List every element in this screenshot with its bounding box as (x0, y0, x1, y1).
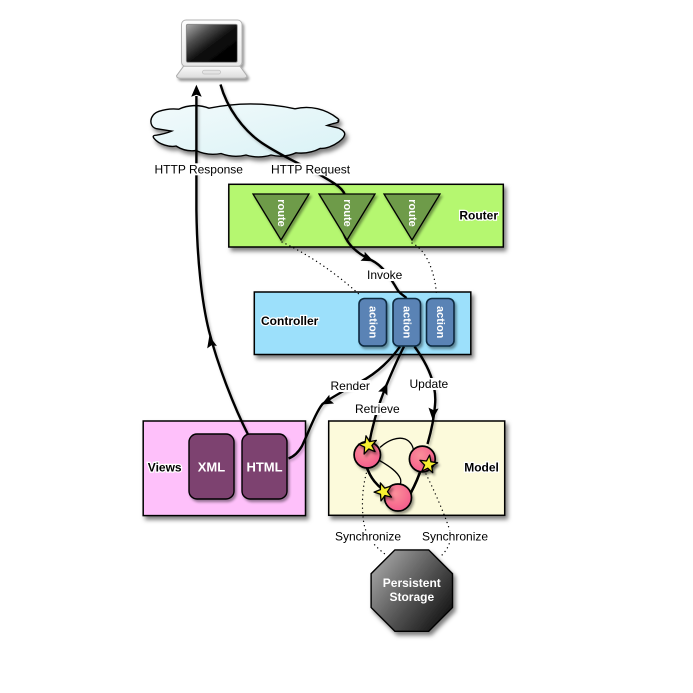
svg-text:route: route (275, 199, 287, 227)
svg-text:action: action (434, 306, 446, 339)
svg-text:HTTP Request: HTTP Request (271, 163, 351, 177)
svg-text:Render: Render (331, 379, 370, 393)
svg-text:Retrieve: Retrieve (355, 402, 400, 416)
svg-text:route: route (341, 199, 353, 227)
svg-text:Synchronize: Synchronize (422, 530, 488, 544)
svg-text:Update: Update (410, 377, 449, 391)
svg-text:HTTP Response: HTTP Response (155, 163, 244, 177)
svg-text:Persistent: Persistent (383, 576, 441, 590)
svg-text:action: action (367, 306, 379, 339)
svg-text:route: route (406, 199, 418, 227)
svg-text:action: action (401, 306, 413, 339)
svg-text:Synchronize: Synchronize (335, 530, 401, 544)
svg-text:XML: XML (198, 460, 226, 475)
svg-text:Storage: Storage (389, 590, 434, 604)
svg-text:Router: Router (459, 208, 498, 222)
svg-text:Controller: Controller (261, 314, 319, 328)
svg-text:Views: Views (148, 460, 182, 474)
svg-text:Model: Model (464, 460, 499, 474)
svg-text:Invoke: Invoke (367, 268, 403, 282)
svg-text:HTML: HTML (246, 460, 282, 475)
